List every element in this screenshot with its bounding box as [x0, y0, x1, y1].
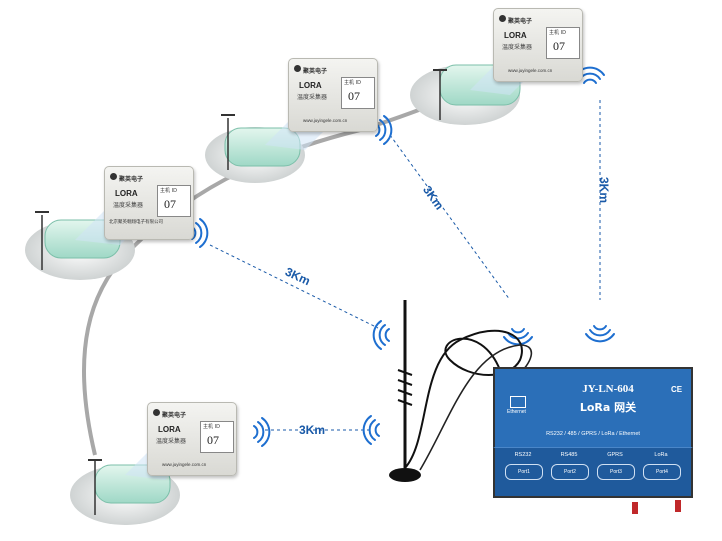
brand-name: 聚英电子	[162, 412, 187, 419]
sensor-subtitle: 温度采集器	[113, 202, 144, 209]
sensor-node-1: 聚英电子 LORA 温度采集器 主机 ID 07 北京聚英翱翔电子有限公司	[104, 166, 194, 240]
address-value: 07	[164, 197, 176, 211]
company-name: 北京聚英翱翔电子有限公司	[109, 220, 163, 225]
wifi-wave-icon	[253, 417, 271, 447]
wifi-wave-icon	[585, 325, 615, 343]
port-1: Port1	[505, 464, 543, 480]
brand-logo-icon	[153, 409, 160, 416]
address-display: 主机 ID 07	[157, 185, 191, 217]
wifi-wave-icon	[503, 328, 533, 346]
address-label: 主机 ID	[203, 424, 220, 430]
ce-mark: CE	[671, 385, 683, 394]
port-label-rs485: RS485	[560, 452, 578, 458]
dashed-links	[209, 100, 601, 431]
antenna-cable	[404, 329, 523, 469]
port-2: Port2	[551, 464, 589, 480]
link-node2-gateway	[389, 134, 511, 301]
sensor-title: LORA	[299, 81, 322, 90]
address-value: 07	[553, 39, 565, 53]
connecting-arc	[81, 88, 471, 456]
website: www.juyingele.com.cn	[303, 118, 348, 123]
sensor-subtitle: 温度采集器	[297, 94, 328, 101]
port-4: Port4	[643, 464, 681, 480]
ethernet-label: Ethernet	[507, 409, 526, 415]
gateway-port-panel: RS232 RS485 GPRS LoRa Port1 Port2 Port3 …	[493, 447, 693, 498]
address-label: 主机 ID	[344, 80, 361, 86]
sensor-node-4: 聚英电子 LORA 温度采集器 主机 ID 07 www.juyingele.c…	[147, 402, 237, 476]
port-3: Port3	[597, 464, 635, 480]
sensor-subtitle: 温度采集器	[156, 438, 187, 445]
website: www.juyingele.com.cn	[162, 462, 207, 467]
brand-logo-icon	[294, 65, 301, 72]
wifi-wave-icon	[375, 115, 393, 145]
address-value: 07	[207, 433, 219, 447]
wifi-wave-icon	[372, 320, 390, 350]
distance-label-1: 3Km	[283, 265, 312, 289]
brand-name: 聚英电子	[303, 68, 328, 75]
sensor-node-3: 聚英电子 LORA 温度采集器 主机 ID 07 www.juyingele.c…	[493, 8, 583, 82]
distance-label-4: 3Km	[299, 423, 325, 437]
wifi-wave-icon	[362, 415, 380, 445]
address-display: 主机 ID 07	[200, 421, 234, 453]
address-display: 主机 ID 07	[546, 27, 580, 59]
brand-name: 聚英电子	[119, 176, 144, 183]
ethernet-icon	[510, 396, 526, 408]
distance-label-2: 3Km	[420, 183, 446, 212]
website: www.juyingele.com.cn	[508, 68, 553, 73]
port-label-rs232: RS232	[514, 452, 532, 458]
gateway-front-panel: Ethernet JY-LN-604 LoRa 网关 CE RS232 / 48…	[493, 367, 693, 447]
sensor-title: LORA	[158, 425, 181, 434]
brand-name: 聚英电子	[508, 18, 533, 25]
gateway-model: JY-LN-604	[582, 383, 634, 395]
wifi-wave-icon	[191, 218, 209, 248]
brand-logo-icon	[499, 15, 506, 22]
port-label-lora: LoRa	[654, 452, 668, 458]
link-node1-gateway	[209, 244, 379, 329]
brand-logo-icon	[110, 173, 117, 180]
antenna-icon	[389, 300, 421, 482]
gateway-name: LoRa 网关	[579, 401, 637, 414]
distance-label-3: 3Km	[597, 177, 611, 203]
gateway-protocols: RS232 / 485 / GPRS / LoRa / Ethernet	[546, 431, 640, 437]
address-label: 主机 ID	[160, 188, 177, 194]
sensor-title: LORA	[115, 189, 138, 198]
port-label-gprs: GPRS	[607, 452, 623, 458]
sensor-subtitle: 温度采集器	[502, 44, 533, 51]
sensor-node-2: 聚英电子 LORA 温度采集器 主机 ID 07 www.juyingele.c…	[288, 58, 378, 132]
address-display: 主机 ID 07	[341, 77, 375, 109]
address-value: 07	[348, 89, 360, 103]
lora-gateway: Ethernet JY-LN-604 LoRa 网关 CE RS232 / 48…	[493, 367, 693, 502]
sensor-title: LORA	[504, 31, 527, 40]
address-label: 主机 ID	[549, 30, 566, 36]
